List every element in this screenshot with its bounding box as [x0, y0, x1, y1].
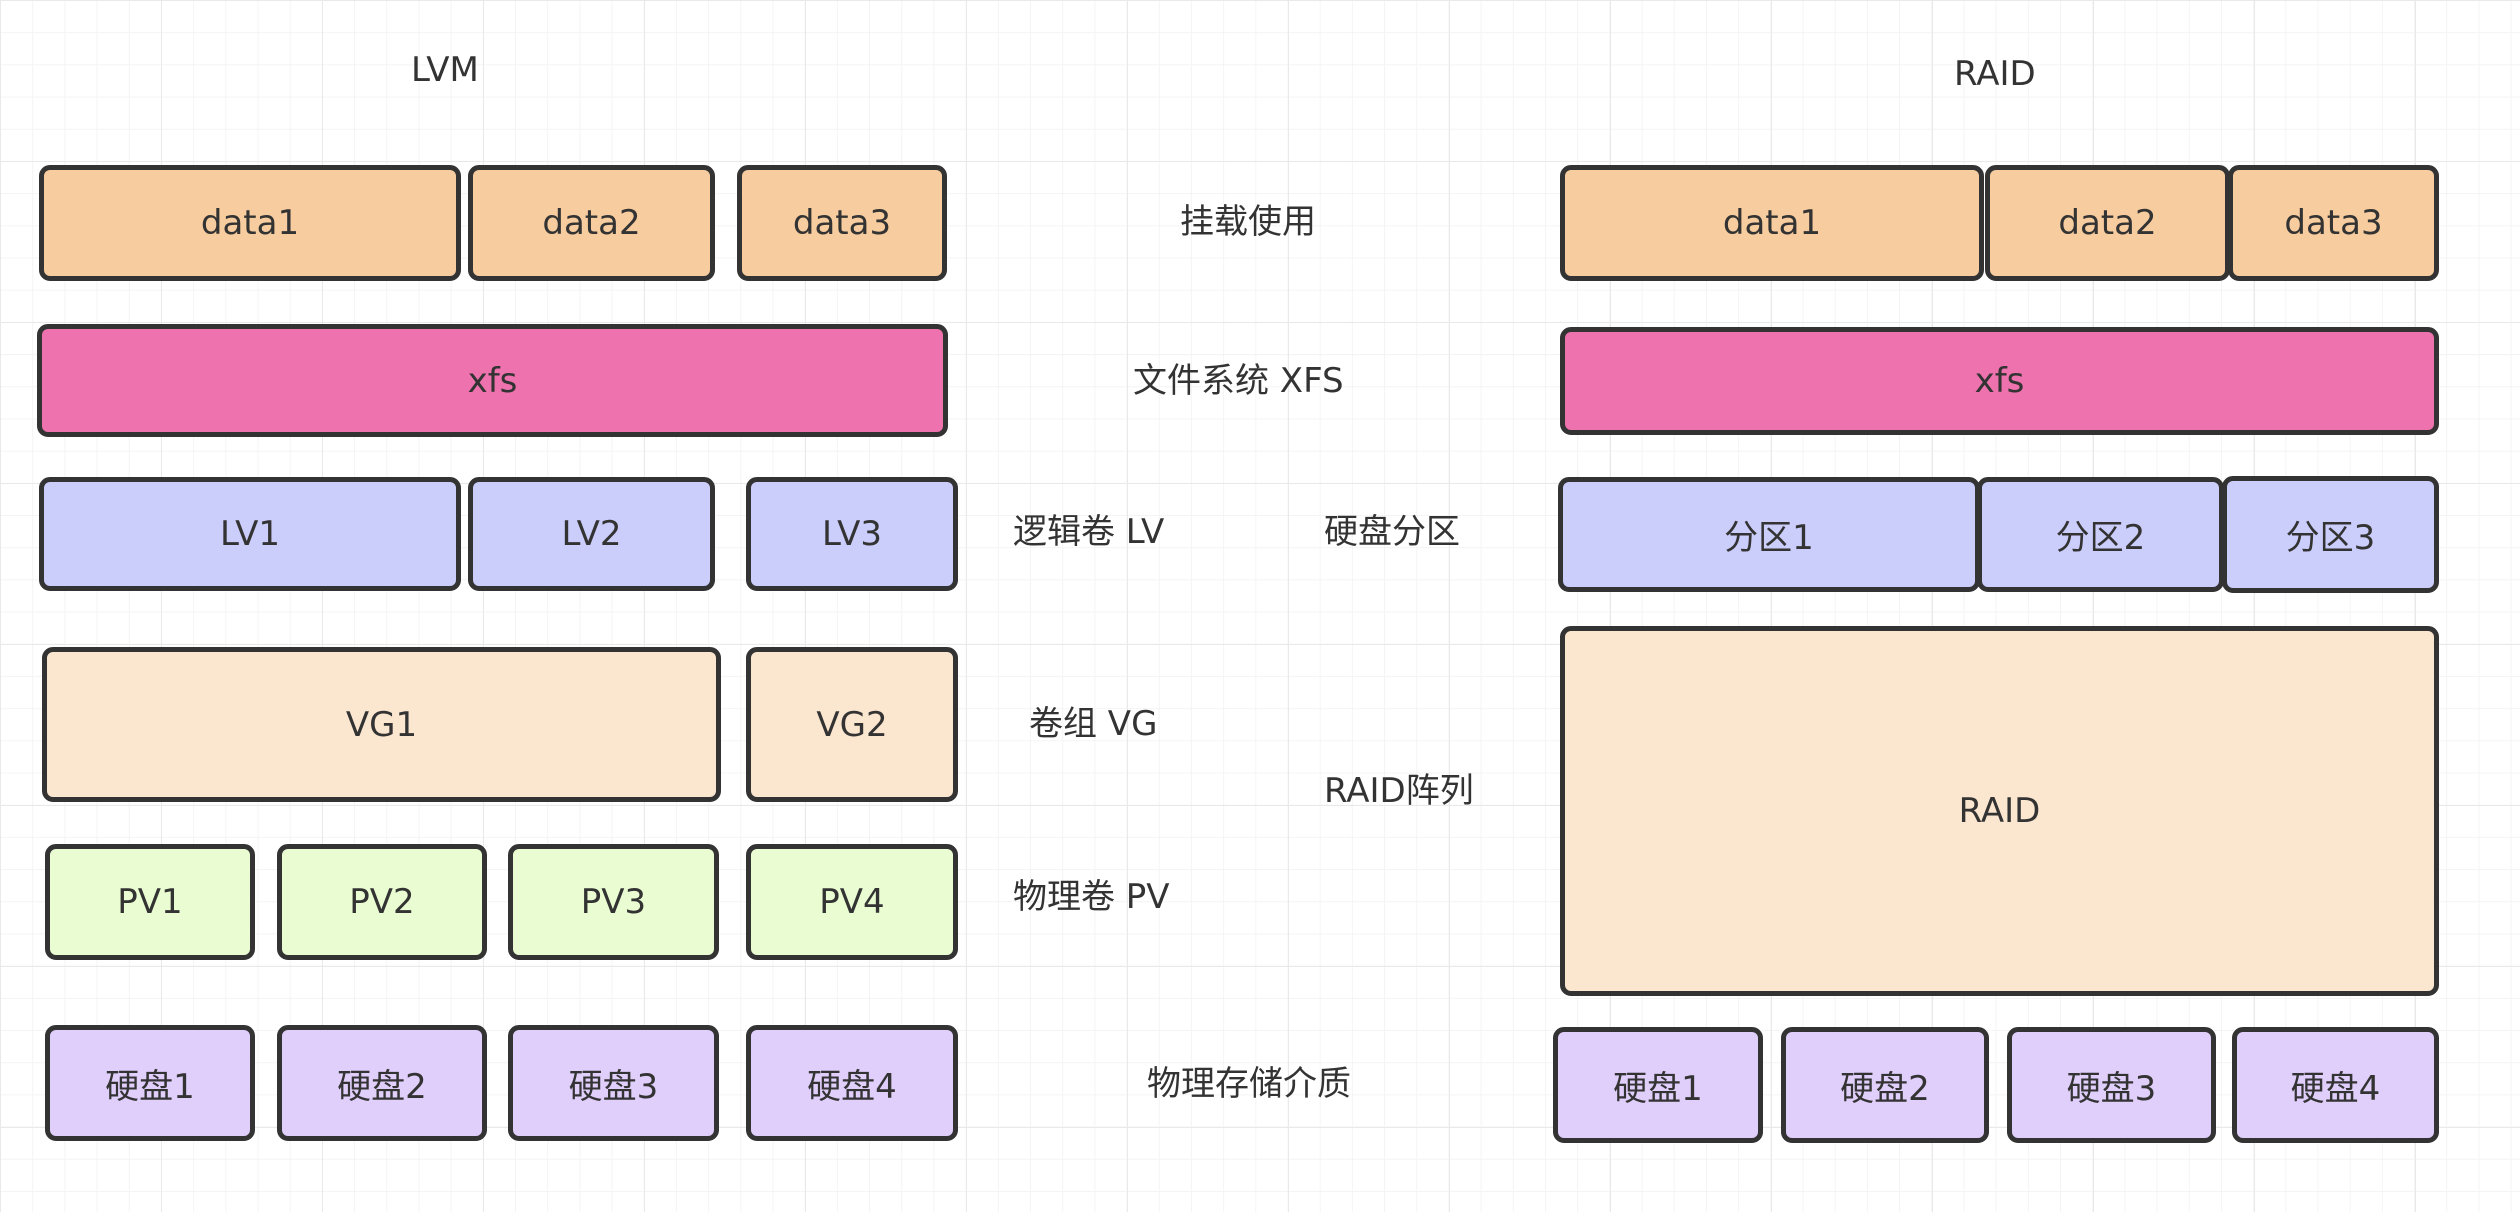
- lvm-pv1-box: PV1: [45, 844, 255, 960]
- lvm-disk4-box: 硬盘4: [746, 1025, 958, 1141]
- lvm-disk2-box: 硬盘2: [277, 1025, 487, 1141]
- lvm-pv2-box: PV2: [277, 844, 487, 960]
- raid-xfs-box: xfs: [1560, 327, 2439, 435]
- raid-partition3-box: 分区3: [2222, 476, 2439, 593]
- raid-partition1-box: 分区1: [1558, 477, 1980, 592]
- layer-label-mount: 挂载使用: [1180, 202, 1316, 242]
- lvm-vg2-box: VG2: [746, 647, 958, 802]
- lvm-data3-box: data3: [737, 165, 947, 281]
- lvm-pv3-box: PV3: [508, 844, 719, 960]
- raid-data1-box: data1: [1560, 165, 1984, 281]
- layer-label-media: 物理存储介质: [1147, 1064, 1351, 1104]
- raid-disk3-box: 硬盘3: [2007, 1027, 2216, 1143]
- lvm-data2-box: data2: [468, 165, 715, 281]
- layer-label-pv: 物理卷 PV: [1013, 877, 1170, 917]
- layer-label-vg: 卷组 VG: [1029, 704, 1158, 744]
- raid-disk2-box: 硬盘2: [1781, 1027, 1989, 1143]
- raid-data2-box: data2: [1985, 165, 2230, 281]
- raid-array-box: RAID: [1560, 626, 2439, 996]
- raid-title: RAID: [1954, 54, 2036, 94]
- layer-label-filesystem: 文件系统 XFS: [1133, 361, 1344, 401]
- lvm-data1-box: data1: [39, 165, 461, 281]
- raid-disk1-box: 硬盘1: [1553, 1027, 1763, 1143]
- raid-partition2-box: 分区2: [1977, 477, 2224, 592]
- raid-disk4-box: 硬盘4: [2232, 1027, 2439, 1143]
- lvm-xfs-box: xfs: [37, 324, 948, 437]
- raid-data3-box: data3: [2228, 165, 2439, 281]
- lvm-disk3-box: 硬盘3: [508, 1025, 719, 1141]
- lvm-lv2-box: LV2: [468, 477, 715, 591]
- layer-label-lv: 逻辑卷 LV: [1013, 512, 1165, 552]
- lvm-lv3-box: LV3: [746, 477, 958, 591]
- layer-label-raid-array: RAID阵列: [1324, 771, 1474, 811]
- lvm-title: LVM: [411, 50, 479, 90]
- lvm-lv1-box: LV1: [39, 477, 461, 591]
- lvm-disk1-box: 硬盘1: [45, 1025, 255, 1141]
- lvm-pv4-box: PV4: [746, 844, 958, 960]
- lvm-vg1-box: VG1: [42, 647, 721, 802]
- layer-label-partition: 硬盘分区: [1324, 512, 1460, 552]
